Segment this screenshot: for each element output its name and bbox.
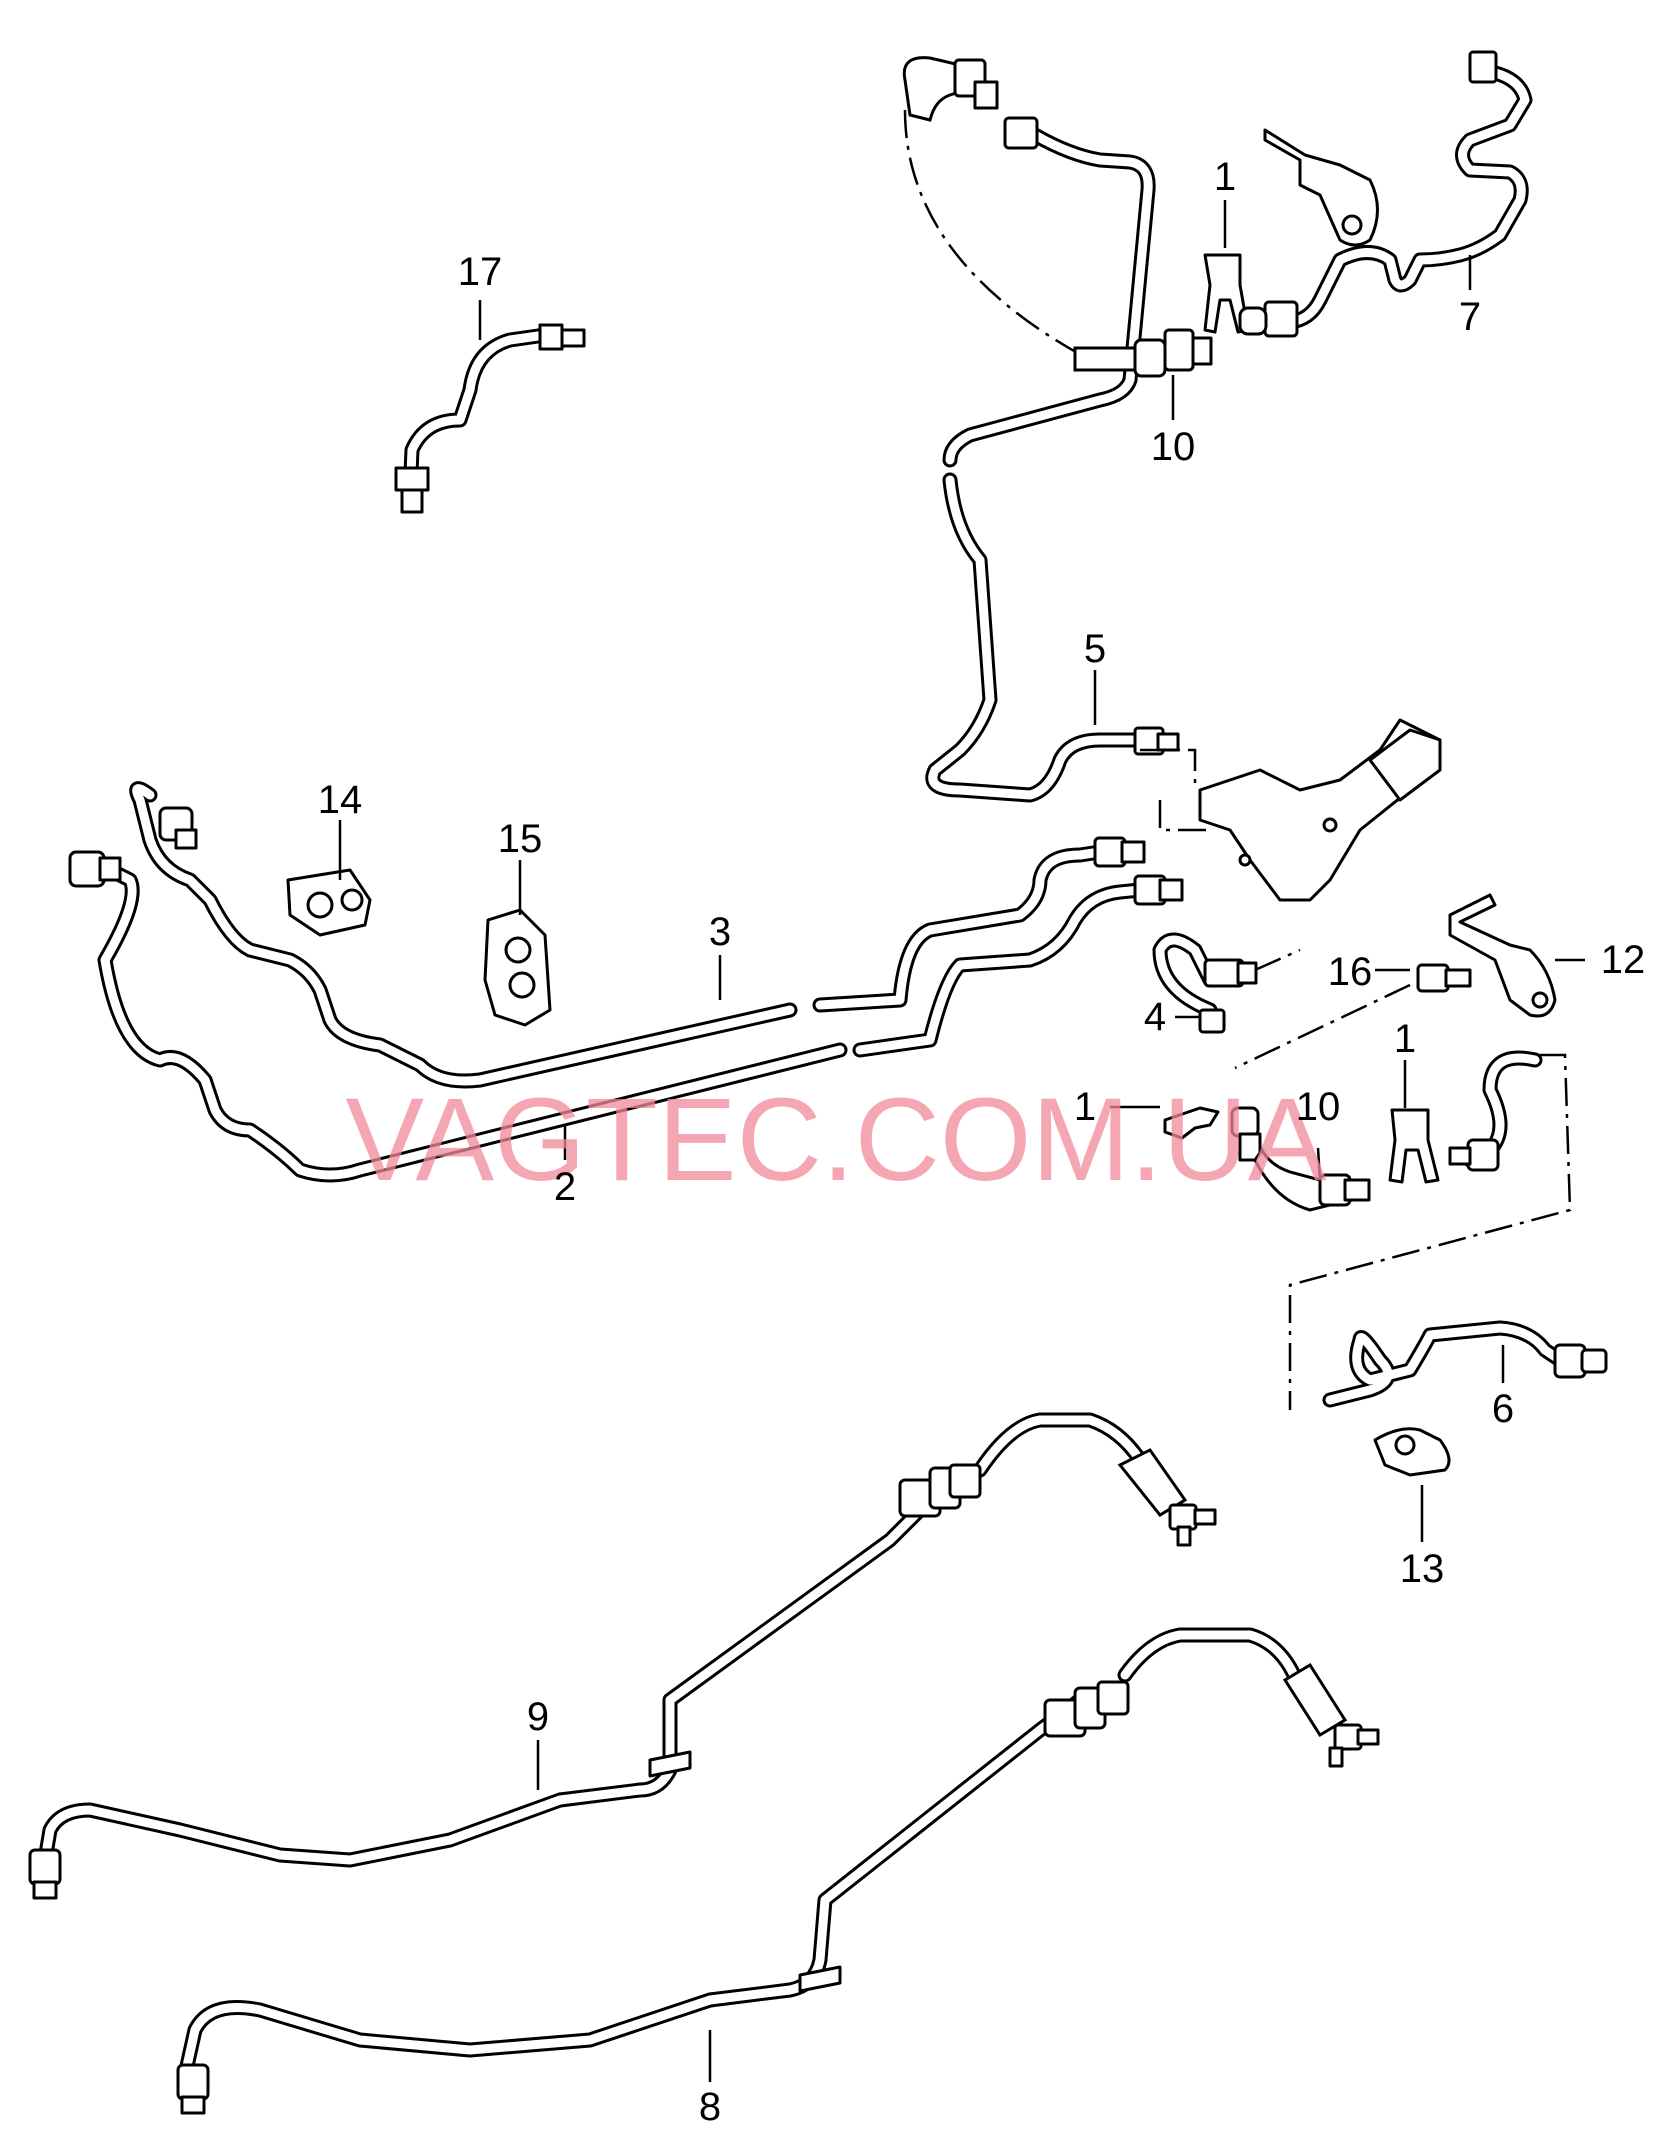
callout-10-top: 10: [1151, 425, 1196, 469]
part-3-pipe: [129, 781, 1146, 1089]
callout-3: 3: [709, 910, 731, 954]
callout-12: 12: [1601, 938, 1646, 982]
callout-15: 15: [498, 817, 543, 861]
callout-9: 9: [527, 1695, 549, 1739]
part-15-clip: [483, 908, 552, 1027]
part-1-clip-lower: [1388, 1108, 1440, 1184]
callout-1-lower: 1: [1394, 1017, 1416, 1061]
callout-7: 7: [1459, 295, 1481, 339]
callout-2: 2: [554, 1165, 576, 1209]
leader-lines: [338, 200, 1585, 2082]
part-13-clip: [1373, 1427, 1451, 1477]
part-8-hose: [176, 1627, 1380, 2115]
callout-4: 4: [1144, 995, 1166, 1039]
callout-13: 13: [1400, 1547, 1445, 1591]
part-2-pipe: [68, 850, 1184, 1183]
callout-8: 8: [699, 2085, 721, 2129]
callout-1-middle: 1: [1074, 1085, 1096, 1129]
lower-short-pipe: [1288, 1050, 1572, 1410]
part-10-fitting-middle: [1230, 1106, 1371, 1212]
callout-17: 17: [458, 250, 503, 294]
part-5-bracket: [1140, 718, 1442, 902]
part-1-clip-top: [1203, 253, 1250, 334]
part-12-bracket: [1448, 893, 1557, 1018]
part-7-pipe: [1238, 50, 1533, 338]
callout-16: 16: [1328, 950, 1373, 994]
callout-labels: 1 1 1 2 3 4 5 6 7 8 9 10 10 12 13 14 15 …: [318, 155, 1646, 2129]
callout-5: 5: [1084, 627, 1106, 671]
part-16-bolt: [1234, 963, 1472, 1070]
callout-14: 14: [318, 778, 363, 822]
part-14-clip: [286, 868, 372, 937]
part-4-bolt: [1152, 932, 1301, 1034]
watermark-text: VAGTEC.COM.UA: [345, 1074, 1327, 1206]
callout-6: 6: [1492, 1387, 1514, 1431]
callout-10-middle: 10: [1296, 1085, 1341, 1129]
part-1-clip-middle: [1163, 1106, 1220, 1140]
part-10-fitting-top: [1073, 328, 1213, 378]
callout-1-top: 1: [1214, 155, 1236, 199]
part-17-pipe: [394, 323, 586, 514]
part-6-pipe: [1322, 1320, 1608, 1408]
top-pipe-assembly: [902, 56, 1180, 803]
part-9-hose: [28, 1412, 1217, 1900]
